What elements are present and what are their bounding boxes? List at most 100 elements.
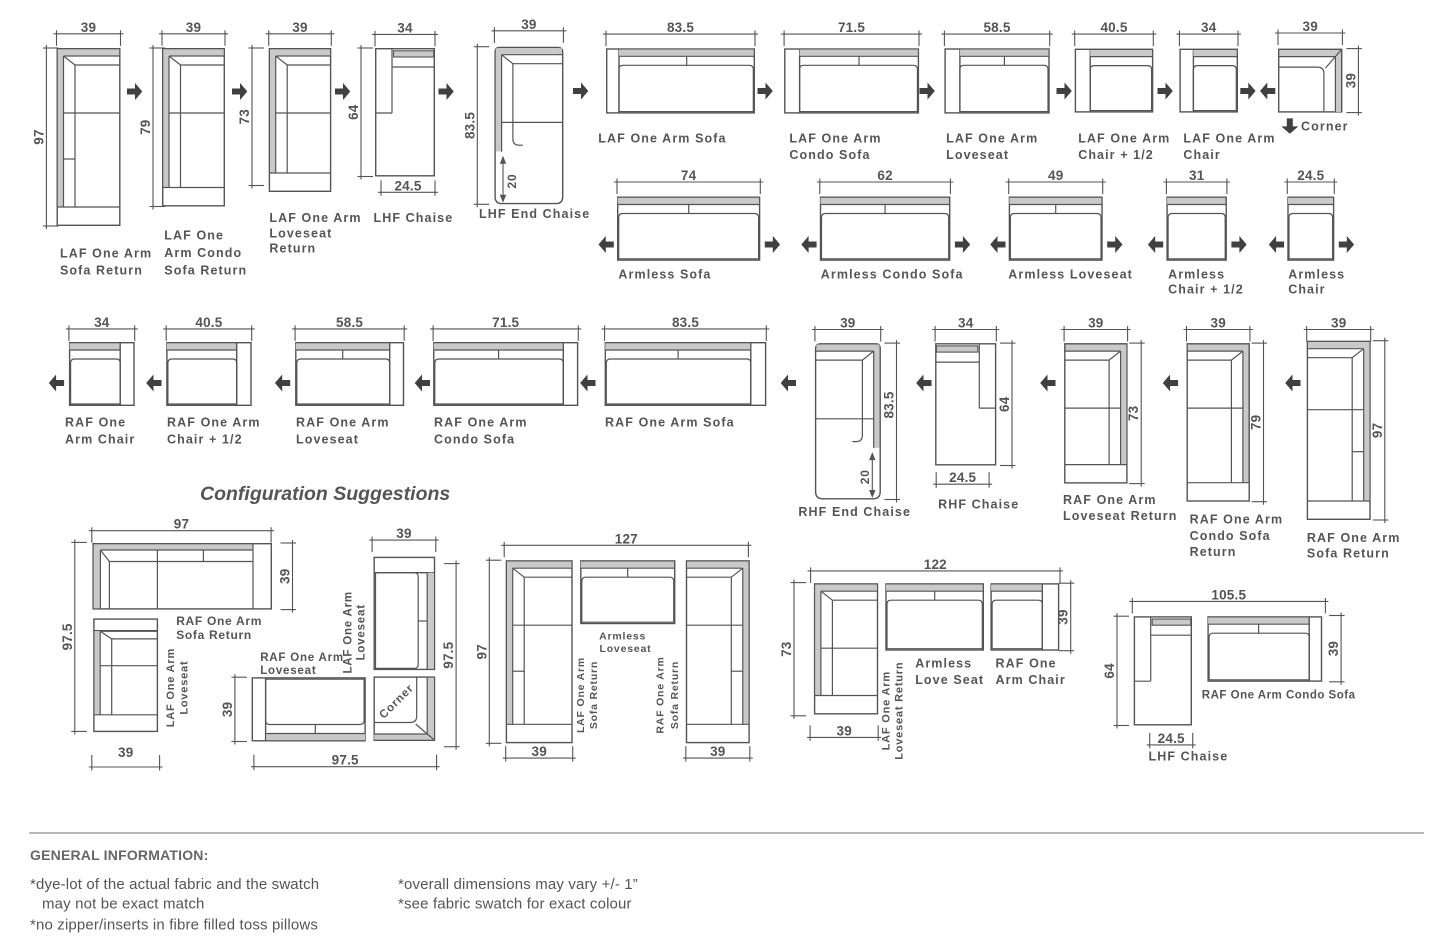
svg-text:Loveseat Return: Loveseat Return (1063, 509, 1177, 523)
svg-text:83.5: 83.5 (462, 112, 477, 139)
svg-text:LAF One Arm: LAF One Arm (881, 671, 893, 750)
svg-text:LAF One Arm: LAF One Arm (575, 657, 587, 733)
svg-text:83.5: 83.5 (672, 315, 699, 330)
svg-text:RAF One Arm: RAF One Arm (176, 614, 262, 628)
svg-text:122: 122 (924, 557, 947, 572)
svg-text:LAF One Arm: LAF One Arm (1078, 132, 1170, 146)
svg-text:RAF One Arm: RAF One Arm (1307, 531, 1401, 545)
svg-text:Armless: Armless (915, 656, 972, 670)
svg-text:RAF One Arm: RAF One Arm (296, 416, 390, 430)
svg-text:RAF One Arm: RAF One Arm (167, 416, 261, 430)
svg-text:Chair: Chair (1288, 283, 1325, 297)
svg-text:39: 39 (1056, 609, 1071, 624)
svg-text:34: 34 (94, 315, 110, 330)
svg-text:LAF One Arm: LAF One Arm (269, 211, 361, 225)
svg-text:73: 73 (237, 109, 252, 125)
svg-text:Armless: Armless (1288, 268, 1345, 282)
svg-text:LAF One Arm Sofa: LAF One Arm Sofa (598, 132, 726, 146)
svg-text:Chair + 1/2: Chair + 1/2 (1168, 283, 1244, 297)
svg-text:39: 39 (396, 526, 411, 541)
svg-text:79: 79 (138, 119, 153, 134)
svg-text:49: 49 (1048, 168, 1063, 183)
svg-text:39: 39 (118, 745, 133, 760)
svg-text:58.5: 58.5 (336, 315, 363, 330)
svg-text:105.5: 105.5 (1211, 587, 1246, 602)
svg-text:39: 39 (840, 316, 855, 331)
svg-text:24.5: 24.5 (949, 470, 976, 485)
svg-text:LHF Chaise: LHF Chaise (1149, 749, 1229, 763)
svg-text:64: 64 (997, 396, 1012, 412)
svg-text:Chair + 1/2: Chair + 1/2 (167, 432, 243, 446)
svg-text:Loveseat: Loveseat (269, 226, 332, 240)
svg-text:34: 34 (958, 316, 974, 331)
svg-text:Corner: Corner (377, 682, 416, 721)
svg-text:Configuration Suggestions: Configuration Suggestions (200, 483, 450, 505)
svg-text:34: 34 (397, 20, 413, 35)
svg-text:97.5: 97.5 (332, 753, 359, 768)
svg-text:40.5: 40.5 (1100, 20, 1127, 35)
svg-text:LHF Chaise: LHF Chaise (374, 211, 454, 225)
svg-text:Condo Sofa: Condo Sofa (434, 432, 515, 446)
svg-text:Armless Sofa: Armless Sofa (618, 268, 711, 282)
svg-text:62: 62 (877, 168, 892, 183)
svg-text:Loveseat: Loveseat (260, 665, 316, 677)
svg-text:64: 64 (1102, 663, 1117, 679)
svg-text:127: 127 (615, 531, 638, 546)
svg-text:24.5: 24.5 (394, 178, 421, 193)
svg-text:39: 39 (1210, 316, 1225, 331)
svg-text:Armless Condo Sofa: Armless Condo Sofa (821, 268, 964, 282)
svg-text:39: 39 (292, 20, 307, 35)
svg-text:39: 39 (521, 17, 536, 32)
svg-text:Loveseat: Loveseat (355, 604, 367, 660)
svg-text:73: 73 (1126, 405, 1141, 421)
svg-text:*dye-lot of the actual fabric: *dye-lot of the actual fabric and the sw… (30, 876, 319, 893)
svg-text:*overall dimensions may vary +: *overall dimensions may vary +/- 1” (398, 876, 638, 893)
svg-text:20: 20 (858, 469, 872, 484)
svg-text:Loveseat: Loveseat (600, 643, 652, 655)
svg-text:LAF One Arm: LAF One Arm (342, 591, 354, 674)
svg-text:Loveseat: Loveseat (946, 148, 1009, 162)
svg-text:24.5: 24.5 (1158, 731, 1185, 746)
svg-text:39: 39 (1331, 316, 1346, 331)
svg-text:Loveseat: Loveseat (296, 432, 359, 446)
svg-text:*no zipper/inserts in fibre fi: *no zipper/inserts in fibre filled toss … (30, 917, 318, 934)
svg-text:20: 20 (505, 174, 519, 189)
svg-text:83.5: 83.5 (667, 20, 694, 35)
svg-text:Arm Chair: Arm Chair (996, 673, 1066, 687)
svg-text:LAF One Arm: LAF One Arm (60, 247, 152, 261)
svg-text:39: 39 (1088, 316, 1103, 331)
svg-text:LAF One Arm: LAF One Arm (1183, 132, 1275, 146)
svg-text:83.5: 83.5 (882, 391, 897, 418)
svg-text:40.5: 40.5 (195, 315, 222, 330)
svg-text:97.5: 97.5 (60, 623, 75, 650)
svg-text:LAF One Arm: LAF One Arm (946, 132, 1038, 146)
svg-text:LAF One Arm: LAF One Arm (165, 648, 177, 727)
svg-text:Chair: Chair (1183, 148, 1220, 162)
svg-text:RAF One Arm: RAF One Arm (1063, 493, 1157, 507)
svg-text:RAF One Arm: RAF One Arm (1190, 513, 1284, 527)
svg-text:73: 73 (779, 641, 794, 657)
svg-text:58.5: 58.5 (983, 20, 1010, 35)
svg-text:71.5: 71.5 (838, 20, 865, 35)
svg-text:Condo Sofa: Condo Sofa (789, 148, 870, 162)
svg-text:Arm Chair: Arm Chair (65, 432, 135, 446)
svg-text:Armless: Armless (1168, 268, 1225, 282)
svg-text:Condo Sofa: Condo Sofa (1190, 529, 1271, 543)
svg-text:97.5: 97.5 (441, 641, 456, 668)
svg-text:97: 97 (1370, 423, 1385, 438)
svg-text:LHF End Chaise: LHF End Chaise (479, 207, 590, 221)
svg-text:RAF One Arm Sofa: RAF One Arm Sofa (605, 416, 735, 430)
svg-text:97: 97 (31, 129, 46, 144)
svg-text:Love Seat: Love Seat (915, 673, 984, 687)
svg-text:74: 74 (681, 168, 697, 183)
svg-text:64: 64 (346, 104, 361, 120)
svg-text:RAF One Arm Condo Sofa: RAF One Arm Condo Sofa (1202, 689, 1356, 701)
svg-text:Return: Return (269, 242, 316, 256)
svg-text:Return: Return (1190, 545, 1237, 559)
svg-text:RAF One Arm: RAF One Arm (655, 656, 667, 733)
svg-text:39: 39 (278, 569, 293, 584)
svg-text:34: 34 (1201, 20, 1217, 35)
svg-text:RAF One Arm: RAF One Arm (260, 652, 344, 664)
svg-text:Armless Loveseat: Armless Loveseat (1008, 268, 1133, 282)
svg-text:LAF One: LAF One (164, 228, 224, 242)
